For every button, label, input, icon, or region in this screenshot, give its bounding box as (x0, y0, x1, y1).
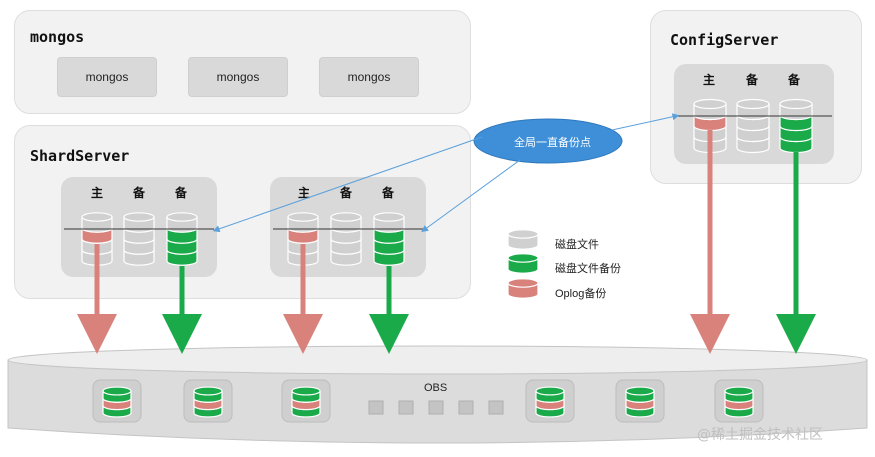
replica-label-primary: 主 (90, 186, 103, 200)
mongos-instance-label: mongos (216, 70, 260, 84)
replica-label-secondary: 备 (132, 186, 145, 200)
legend-label-disk-backup: 磁盘文件备份 (555, 263, 621, 275)
mongos-title: mongos (30, 28, 85, 46)
obs-backup-db-icon (625, 386, 655, 418)
replica-label-secondary: 备 (174, 186, 187, 200)
obs-backup-db-icon (291, 386, 321, 418)
obs-backup-db-icon (102, 386, 132, 418)
mongos-instance-label: mongos (347, 70, 391, 84)
mongos-instance-3[interactable]: mongos (319, 57, 419, 97)
mongos-instance-1[interactable]: mongos (57, 57, 157, 97)
legend-label-disk: 磁盘文件 (555, 239, 599, 251)
replica-label-secondary: 备 (787, 73, 800, 87)
obs-slots (368, 400, 504, 415)
legend-disk-icon (507, 229, 539, 250)
watermark: @稀土掘金技术社区 (697, 427, 823, 443)
secondary-db-icon (123, 212, 155, 266)
primary-db-icon (81, 212, 113, 266)
obs-backup-db-icon (535, 386, 565, 418)
global-backup-point-label: 全局一直备份点 (514, 136, 591, 149)
obs-label: OBS (424, 382, 448, 394)
replica-label-primary: 主 (297, 186, 310, 200)
backup-db-icon (166, 212, 198, 266)
config-server-title: ConfigServer (670, 31, 779, 49)
replica-label-secondary: 备 (339, 186, 352, 200)
backup-link (212, 136, 483, 233)
legend-oplog-icon (507, 278, 539, 299)
obs-backup-db-icon (724, 386, 754, 418)
legend-disk-backup-icon (507, 253, 539, 274)
backup-link (421, 159, 521, 233)
obs-backup-db-icon (193, 386, 223, 418)
backup-db-icon (373, 212, 405, 266)
global-backup-point (473, 118, 623, 164)
secondary-db-icon (736, 98, 770, 154)
replica-label-secondary: 备 (745, 73, 758, 87)
replica-label-secondary: 备 (381, 186, 394, 200)
backup-link (611, 113, 680, 131)
mongos-instance-label: mongos (85, 70, 129, 84)
mongos-instance-2[interactable]: mongos (188, 57, 288, 97)
replica-label-primary: 主 (702, 73, 715, 87)
secondary-db-icon (330, 212, 362, 266)
shard-server-title: ShardServer (30, 147, 130, 165)
backup-db-icon (779, 98, 813, 154)
legend-label-oplog-backup: Oplog备份 (555, 288, 607, 300)
